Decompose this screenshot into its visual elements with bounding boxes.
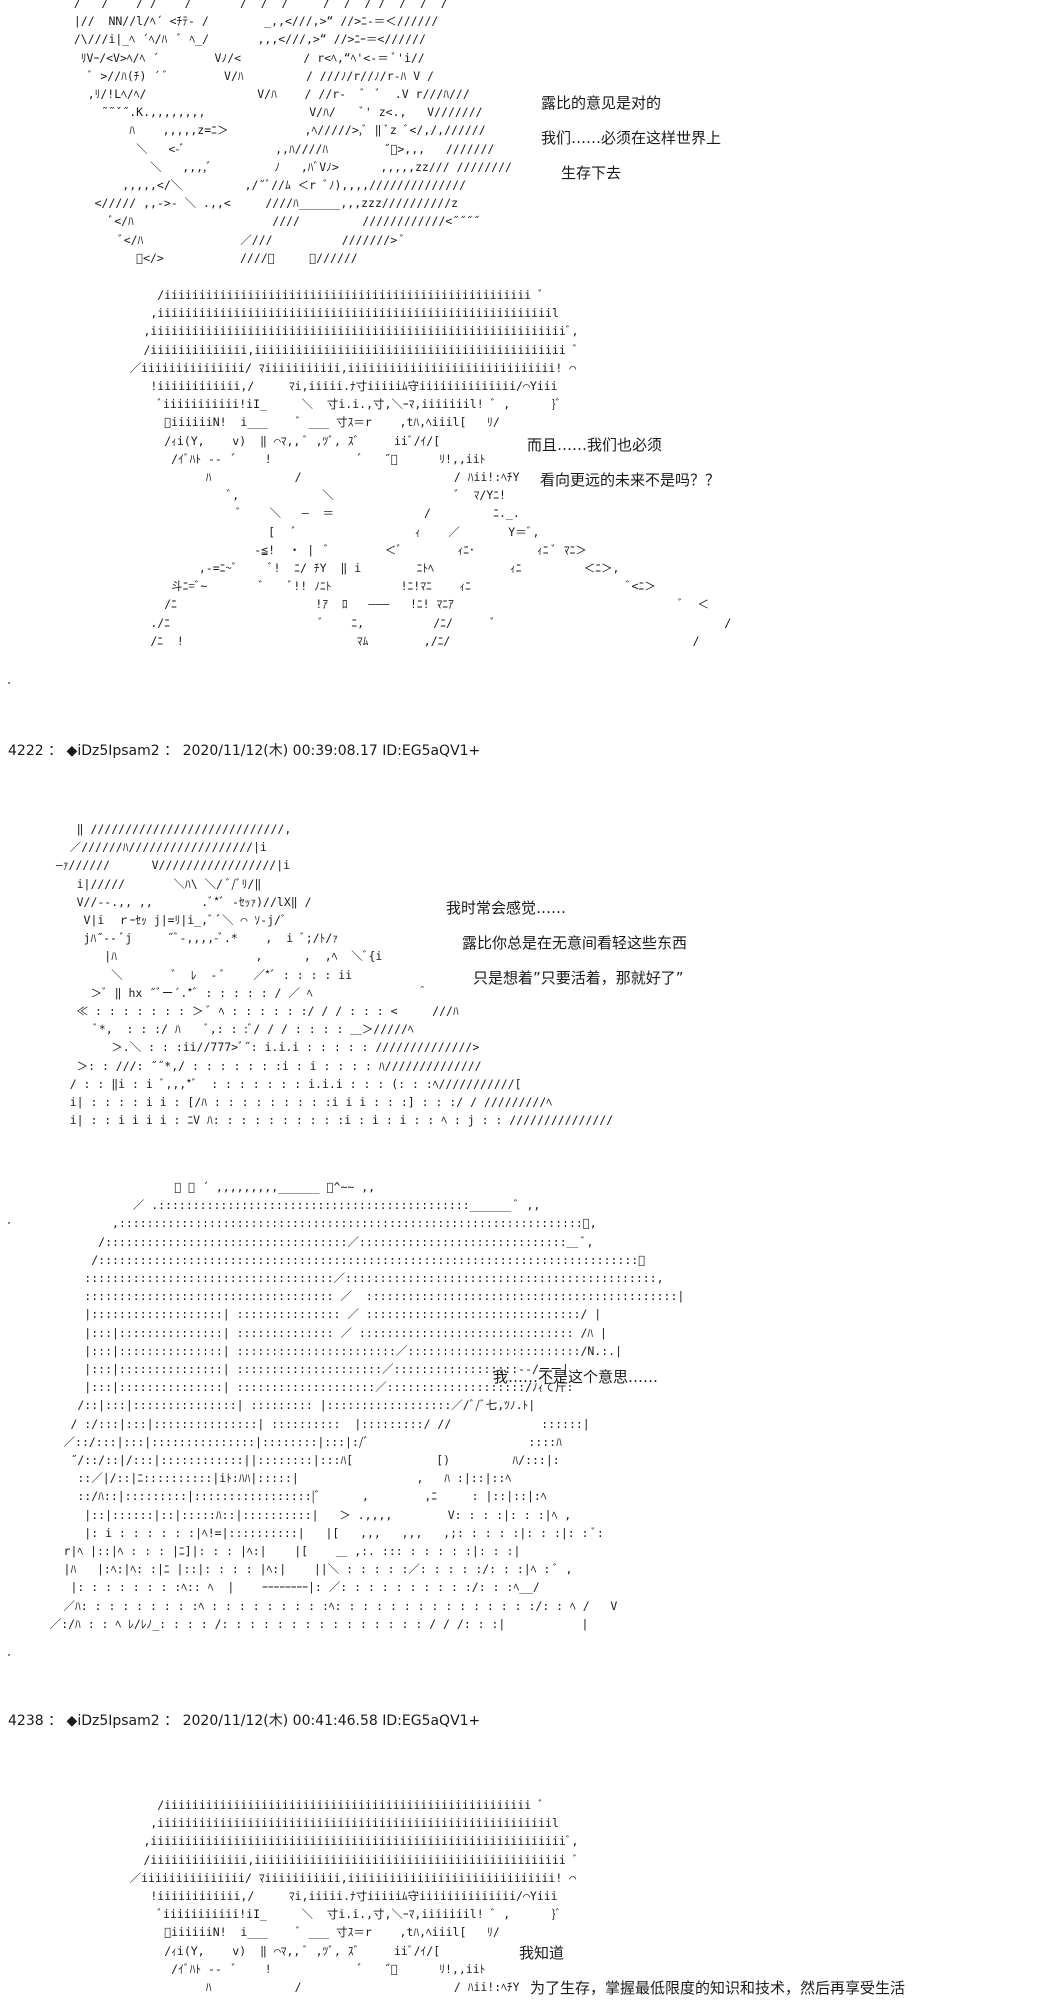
post-date: 2020/11/12(木) 00:41:46.58 ID:EG5aQV1+	[182, 1713, 481, 1729]
dialogue-line: 我时常会感觉……	[446, 899, 567, 917]
post-separator: ：	[164, 743, 179, 759]
dialogue-line: 看向更远的未来不是吗？？	[540, 471, 721, 489]
dialogue-line: 露比你总是在无意间看轻这些东西	[462, 934, 688, 952]
ascii-art-figure-5: /iiiiiiiiiiiiiiiiiiiiiiiiiiiiiiiiiiiiiii…	[129, 1798, 579, 1995]
post-author: ◆iDz5Ipsam2	[66, 743, 160, 759]
separator-dot	[8, 682, 10, 684]
dialogue-box-2: 而且……我们也必须 看向更远的未来不是吗？？	[527, 428, 720, 498]
post-number: 4222	[8, 743, 44, 759]
post-header-4222: 4222 ： ◆iDz5Ipsam2 ： 2020/11/12(木) 00:39…	[8, 740, 480, 760]
dialogue-line: 我知道	[519, 1944, 565, 1962]
ascii-art-figure-2: /iiiiiiiiiiiiiiiiiiiiiiiiiiiiiiiiiiiiiii…	[129, 288, 732, 648]
separator-dot	[8, 1222, 10, 1224]
post-separator: ：	[48, 1713, 63, 1729]
ascii-art-figure-4: ﾞ ﾞ ´ ,,,,,,,,,______ ﾞ^~~ ,, ／ .:::::::…	[49, 1180, 685, 1631]
dialogue-box-3: 我时常会感觉…… 露比你总是在无意间看轻这些东西 只是想着”只要活着，那就好了”	[446, 891, 687, 996]
post-author: ◆iDz5Ipsam2	[66, 1713, 160, 1729]
dialogue-line: 而且……我们也必须	[527, 436, 663, 454]
post-separator: ：	[48, 743, 63, 759]
post-header-4238: 4238 ： ◆iDz5Ipsam2 ： 2020/11/12(木) 00:41…	[8, 1710, 480, 1730]
dialogue-line: 我们……必须在这样世界上	[541, 129, 722, 147]
dialogue-line: 为了生存，掌握最低限度的知识和技术，然后再享受生活	[530, 1979, 906, 1997]
dialogue-box-4: 我……不是这个意思……	[493, 1360, 658, 1395]
post-date: 2020/11/12(木) 00:39:08.17 ID:EG5aQV1+	[182, 743, 481, 759]
post-number: 4238	[8, 1713, 44, 1729]
ascii-art-figure-1: / / / / / / / / / / / / / / / |// NN//l/…	[73, 0, 512, 265]
dialogue-line: 只是想着”只要活着，那就好了”	[473, 969, 684, 987]
dialogue-line: 生存下去	[561, 164, 622, 182]
dialogue-line: 我……不是这个意思……	[493, 1368, 659, 1386]
ascii-art-figure-3: ‖ ////////////////////////////, ／//////ﾊ…	[55, 822, 614, 1128]
dialogue-box-1: 露比的意见是对的 我们……必须在这样世界上 生存下去	[541, 86, 721, 191]
post-separator: ：	[164, 1713, 179, 1729]
separator-dot	[8, 1654, 10, 1656]
dialogue-box-5: 我知道 为了生存，掌握最低限度的知识和技术，然后再享受生活	[519, 1936, 905, 2006]
dialogue-line: 露比的意见是对的	[541, 94, 662, 112]
